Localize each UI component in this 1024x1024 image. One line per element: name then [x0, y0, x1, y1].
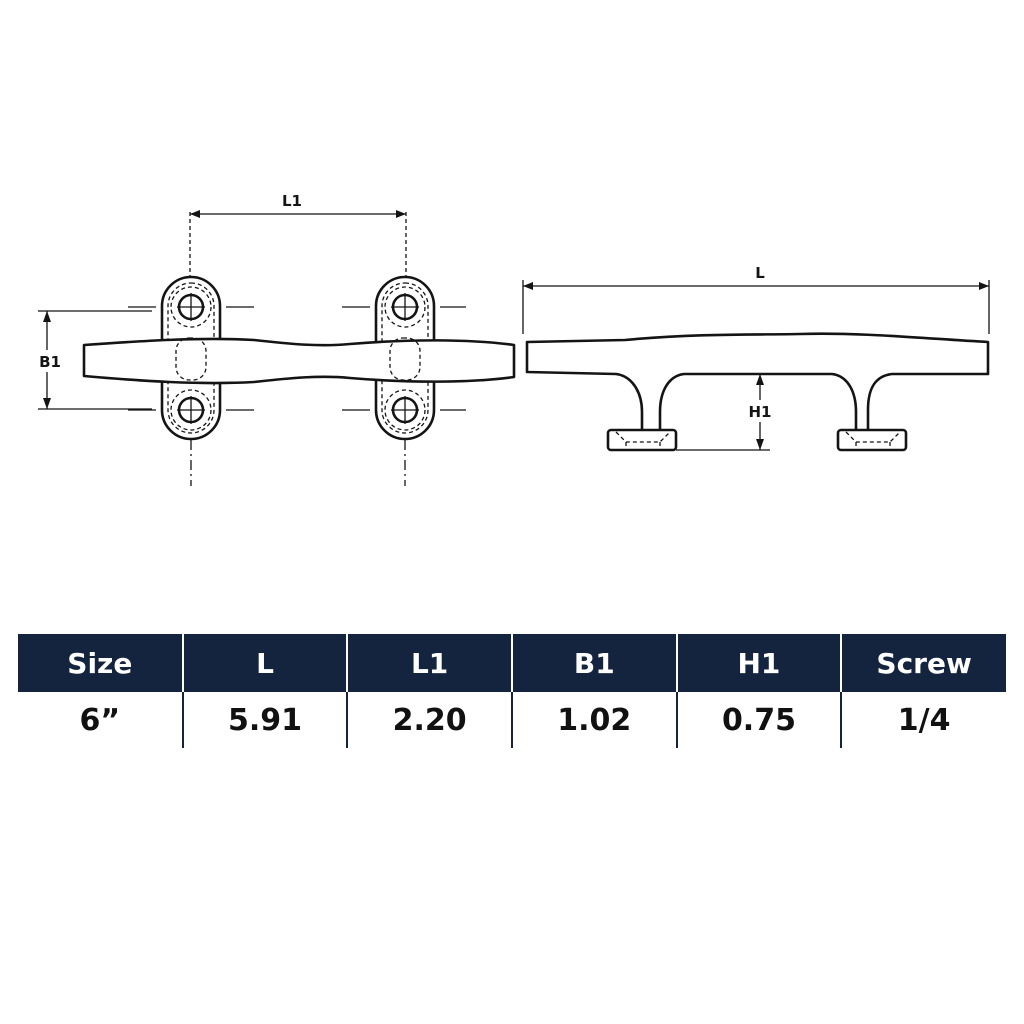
l1-label: L1: [282, 192, 302, 210]
cell-l: 5.91: [181, 692, 349, 748]
table-header-row: Size L L1 B1 H1 Screw: [18, 634, 1006, 692]
cell-b1: 1.02: [510, 692, 678, 748]
cell-l1: 2.20: [346, 692, 513, 748]
column-header-h1: H1: [675, 634, 843, 692]
b1-dimension: B1: [34, 310, 152, 410]
cell-size: 6”: [18, 692, 184, 748]
side-view-drawing: L H1: [522, 264, 990, 452]
right-foot: [836, 428, 908, 452]
l-dimension: L: [522, 264, 990, 334]
column-header-l: L: [181, 634, 349, 692]
h1-label: H1: [749, 403, 772, 421]
column-header-screw: Screw: [840, 634, 1006, 692]
cleat-technical-drawing: L1 B1: [34, 192, 990, 486]
table-row: 6” 5.91 2.20 1.02 0.75 1/4: [18, 692, 1006, 748]
left-foot: [606, 428, 678, 452]
column-header-l1: L1: [346, 634, 513, 692]
l1-dimension: L1: [189, 192, 407, 278]
screw-hole: [170, 286, 212, 328]
hole-centerlines: [128, 306, 466, 486]
left-center-slot: [175, 337, 207, 381]
right-center-slot: [389, 337, 421, 381]
cell-screw: 1/4: [840, 692, 1006, 748]
screw-hole: [384, 389, 426, 431]
h1-dimension: H1: [676, 374, 776, 451]
cleat-horn-top-view: [82, 337, 516, 385]
b1-label: B1: [39, 353, 61, 371]
screw-hole: [170, 389, 212, 431]
screw-hole: [384, 286, 426, 328]
top-view-drawing: L1 B1: [34, 192, 516, 486]
l-label: L: [755, 264, 765, 282]
column-header-size: Size: [18, 634, 184, 692]
column-header-b1: B1: [510, 634, 678, 692]
specification-table: Size L L1 B1 H1 Screw 6” 5.91 2.20 1.02 …: [18, 634, 1006, 748]
cell-h1: 0.75: [675, 692, 843, 748]
